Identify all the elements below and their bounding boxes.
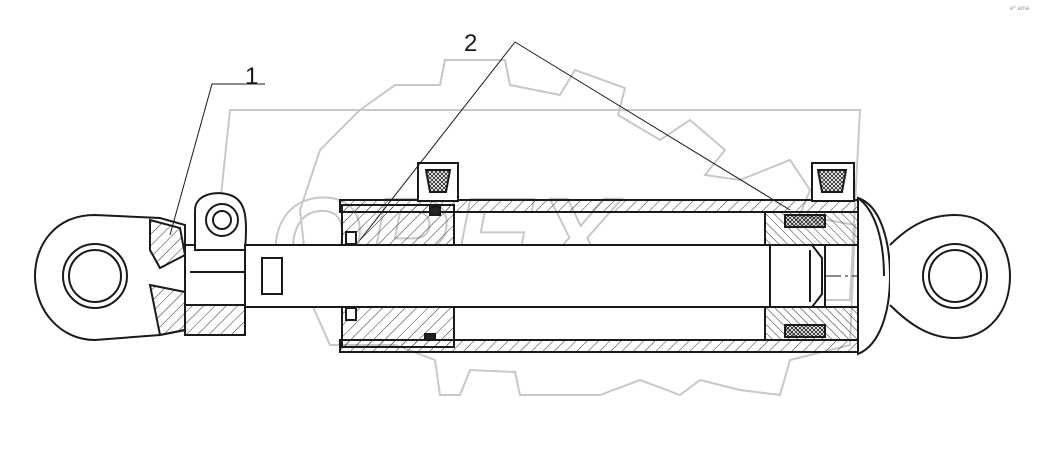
- piston: [764, 211, 861, 341]
- port-cap-side: [811, 162, 855, 202]
- cylinder-gland: [341, 204, 455, 348]
- corner-mark: e⁰ ama: [1010, 5, 1030, 12]
- left-eye-clevis: [33, 213, 187, 342]
- leader-lines: [169, 41, 791, 241]
- callout-2: 2: [464, 30, 477, 57]
- leader-line-2b: [514, 41, 791, 211]
- rod-end-block: [184, 192, 248, 336]
- piston-rod: [244, 244, 826, 308]
- port-rod-side: [417, 162, 459, 202]
- leader-line-1: [169, 83, 265, 236]
- leader-line-2a: [359, 41, 516, 241]
- callout-1: 1: [245, 63, 258, 90]
- right-eye-cap: [857, 196, 1012, 356]
